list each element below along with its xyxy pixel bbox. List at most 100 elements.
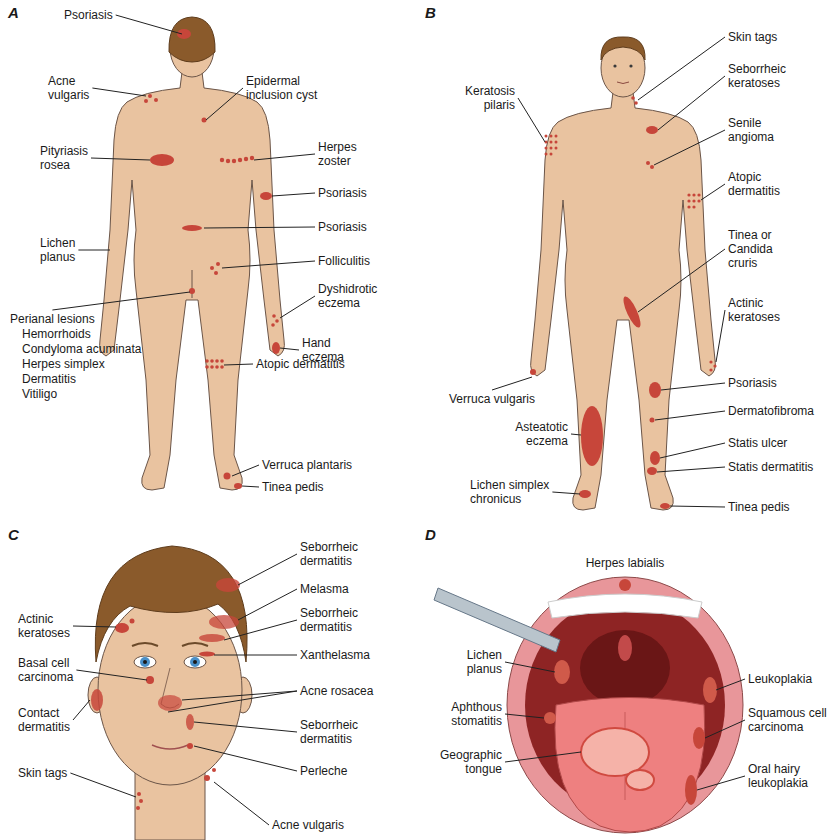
lesion <box>199 634 225 642</box>
lesion <box>554 660 570 684</box>
lesion-label: Squamous cell carcinoma <box>748 706 828 734</box>
eye <box>184 656 206 668</box>
lesion <box>212 768 216 772</box>
lesion <box>215 365 219 369</box>
lesion-label: Skin tags <box>18 766 67 780</box>
lesion-label: Psoriasis <box>318 220 367 234</box>
lesion <box>692 205 695 208</box>
lesion <box>692 193 695 196</box>
lesion <box>182 225 202 231</box>
lesion-label: Seborrheic dermatitis <box>300 540 370 568</box>
leader-line <box>70 773 136 797</box>
hair <box>169 17 215 62</box>
lesion-label: Aphthous stomatitis <box>436 700 502 728</box>
lesion <box>275 319 279 323</box>
lesion-label: Statis ulcer <box>728 436 787 450</box>
lesion <box>205 359 209 363</box>
leader-line <box>76 670 147 680</box>
lesion-label: Psoriasis <box>728 376 777 390</box>
lesion <box>244 157 248 161</box>
lesion <box>646 126 658 134</box>
mouth <box>152 745 188 749</box>
lesion-label: Senile angioma <box>728 116 788 144</box>
lesion-label: Tinea or Candida cruris <box>728 228 788 270</box>
lesion-label: Dyshidrotic eczema <box>318 282 396 310</box>
lesion-label: Lichen planus <box>446 648 502 676</box>
lesion-label: Perianal lesions <box>10 312 95 326</box>
lesion <box>634 101 638 105</box>
lesion <box>189 288 195 294</box>
leader-line <box>168 691 297 712</box>
lesion-label: Xanthelasma <box>300 648 370 662</box>
lesion <box>646 161 650 165</box>
lesion <box>216 578 240 592</box>
leader-line <box>697 776 745 790</box>
leader-line <box>716 679 745 690</box>
leader-line <box>638 37 725 100</box>
lesion <box>687 205 690 208</box>
leader-line <box>73 626 116 627</box>
lesion <box>150 154 174 166</box>
lesion-label: Lichen planus <box>40 236 92 264</box>
lesion-label: Seborrheic dermatitis <box>300 718 370 746</box>
lesion-label: Vitiligo <box>22 387 57 401</box>
lesion <box>224 473 231 480</box>
lesion-spots-d <box>544 579 717 805</box>
hair <box>95 546 247 662</box>
lesion-label: Actinic keratoses <box>18 612 80 640</box>
lesion <box>238 158 242 162</box>
lesion <box>703 677 717 703</box>
leader-line <box>224 620 297 640</box>
lesion-label: Keratosis pilaris <box>457 84 515 112</box>
pupil <box>143 660 147 664</box>
leader-line <box>214 655 297 656</box>
leader-line <box>505 662 555 672</box>
lesion <box>647 467 657 475</box>
leader-line <box>91 158 150 160</box>
lesion-label: Contact dermatitis <box>18 706 80 734</box>
lesion <box>260 192 272 200</box>
leader-line <box>661 383 725 390</box>
lesion-label: Perleche <box>300 764 347 778</box>
lesion <box>137 792 141 796</box>
lesion-label: Tinea pedis <box>262 480 324 494</box>
lesion <box>146 676 154 684</box>
lesion-label: Basal cell carcinoma <box>18 656 88 684</box>
lesion <box>555 135 558 138</box>
lesion-label: Folliculitis <box>318 254 370 268</box>
leader-line <box>116 15 182 34</box>
lesion <box>202 118 207 123</box>
leader-line <box>701 184 725 200</box>
lesion <box>619 579 631 591</box>
lesion <box>545 153 548 156</box>
leader-line <box>224 364 253 365</box>
lesion <box>226 159 230 163</box>
leader-line <box>242 486 259 487</box>
lesion <box>91 689 103 711</box>
lesion-label: Psoriasis <box>318 186 367 200</box>
lesion-label: Statis dermatitis <box>728 460 813 474</box>
leader-line <box>204 227 315 228</box>
lesion-label: Atopic dermatitis <box>256 357 345 371</box>
lesion <box>210 359 214 363</box>
tongue-depressor <box>434 588 560 652</box>
face <box>98 595 242 785</box>
leader-line <box>654 130 725 165</box>
leader-line <box>518 98 545 142</box>
lesion-label: Skin tags <box>728 30 777 44</box>
eye <box>613 64 616 67</box>
leader-line <box>705 720 745 738</box>
lesion <box>544 712 556 724</box>
leader-line <box>238 554 297 585</box>
leader-line <box>254 154 315 160</box>
lips <box>507 577 743 833</box>
lesion <box>687 193 690 196</box>
lesion-label: Dermatitis <box>22 372 76 386</box>
lesion <box>220 365 224 369</box>
uvula <box>618 635 632 661</box>
lesion-label: Pityriasis rosea <box>40 144 104 172</box>
lesion <box>234 483 242 489</box>
lesion <box>692 199 695 202</box>
